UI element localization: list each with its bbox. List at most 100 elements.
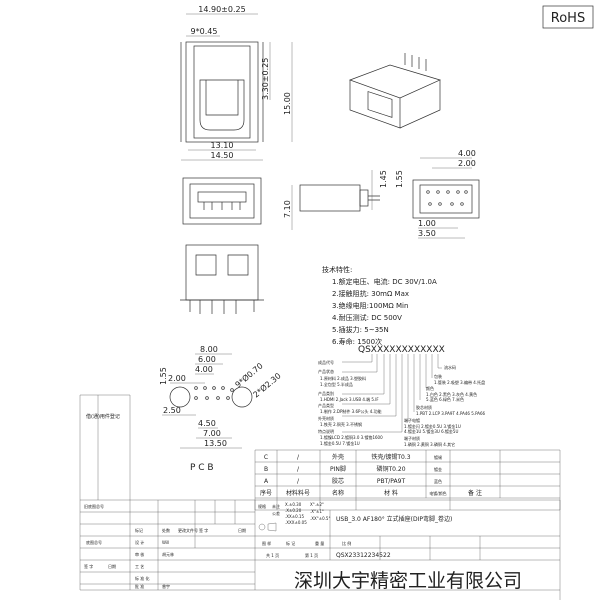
tb-label: 处数	[162, 527, 170, 533]
tb-value: 共 1 页	[266, 552, 279, 558]
tb-value: .XX°±0.5°	[310, 516, 330, 521]
isometric-view	[348, 53, 441, 129]
company-name: 深圳大宇精密工业有限公司	[294, 570, 522, 592]
rohs-text: RoHS	[551, 11, 585, 26]
dim-pin-pitch: 9*0.45	[191, 27, 218, 36]
tb-label: 设 计	[135, 539, 144, 545]
bom-cell: 镀金	[434, 466, 442, 472]
code-label: 颜色	[426, 385, 434, 391]
dim-end-a: 4.00	[458, 149, 476, 158]
spec-item: 2.接触阻抗: 30mΩ Max	[332, 289, 409, 298]
bom-cell: B	[264, 466, 268, 473]
bom-cell: PBT/PA9T	[377, 478, 406, 485]
spec-item: 3.绝缘电阻:100MΩ Min	[332, 301, 408, 310]
tb-label: 底图总号	[86, 539, 102, 545]
bom-cell: C	[264, 454, 268, 461]
code-label: 成品代号	[318, 359, 334, 365]
tb-label: 比 例	[342, 540, 351, 546]
tb-label: 标记	[135, 527, 143, 533]
tb-value: X.±0.30	[285, 502, 302, 507]
bom-cell: 铁壳/镀锡T0.3	[371, 453, 410, 461]
tb-value: Will	[162, 540, 169, 545]
code-label: 1.全包型 5.半成品	[320, 381, 353, 387]
code-label: 1.制作 2.DP制件 3.6P公头 4.功能	[320, 408, 382, 414]
bom-cell: /	[297, 454, 300, 461]
bom-cell: 外壳	[332, 453, 344, 461]
side-register: 借(通)用件登记	[79, 394, 131, 500]
dim-overall-width: 14.90±0.25	[198, 5, 245, 14]
bom-cell: 镀锡	[434, 454, 442, 460]
dim-height-tol: 3.30±0.25	[261, 58, 270, 100]
tb-label: 旧底图总号	[84, 503, 104, 509]
tb-label: 重 量	[315, 540, 324, 546]
side-view: 7.10	[283, 170, 380, 230]
tb-label: 公差	[272, 510, 280, 516]
tb-value: .XX±0.15	[285, 514, 304, 519]
side-label: 借(通)用件登记	[86, 413, 120, 420]
code-label: 1.磷铜 2.黄铜 3.磷铜 4.其它	[404, 441, 455, 447]
tb-label: 未注	[272, 503, 280, 509]
dim-end-e: 1.45	[379, 170, 388, 188]
tb-label: 更改文件号	[178, 527, 198, 533]
pcb-dim: 1.55	[159, 367, 168, 385]
tb-label: 签 字	[199, 527, 208, 533]
title-block: 旧底图总号 标记 处数 更改文件号 签 字 日期 底图总号 设 计 Will 审…	[79, 499, 561, 600]
dim-inner-width: 13.10	[211, 141, 234, 150]
bom-header: 材 料	[384, 489, 398, 497]
code-label: 4.镀金1U 5.镀金3U 6.镀金5U	[404, 428, 458, 434]
tech-specs: 技术特性: 1.额定电压、电流: DC 30V/1.0A 2.接触阻抗: 30m…	[322, 265, 437, 346]
code-label: 1.PBT 2.LCP 3.PA9T 4.PA46 5.PA66	[416, 411, 486, 416]
pcb-dim: 8.00	[200, 345, 218, 354]
pcb-dim: 2.00	[168, 374, 186, 383]
bom-header: 名称	[332, 489, 344, 497]
code-label: 1.管装 2.吸塑 3.编带 4.托盘	[434, 379, 485, 385]
code-pattern: QSXXXXXXXXXXXX	[358, 345, 445, 355]
pcb-label: P C B	[190, 463, 214, 473]
code-label: 1.铁壳 2.铜壳 3.不锈钢	[320, 421, 362, 427]
spec-item: 4.耐压测试: DC 500V	[332, 313, 402, 322]
tb-label: 图 样	[262, 540, 271, 546]
dim-end-f: 1.55	[395, 170, 404, 188]
tb-value: .X±0.20	[285, 508, 302, 513]
bom-header: 备 注	[468, 489, 482, 497]
bom-cell: A	[264, 478, 269, 485]
dim-body-width: 14.50	[211, 151, 234, 160]
projection-symbol-icon	[258, 522, 277, 532]
bom-cell: 胶芯	[332, 477, 344, 485]
bom-cell: /	[297, 478, 300, 485]
dim-height: 15.00	[283, 92, 292, 115]
code-label: 流水码	[444, 364, 456, 370]
code-label: 产品类别	[318, 390, 334, 396]
spec-item: 1.额定电压、电流: DC 30V/1.0A	[332, 277, 437, 286]
tb-label: 标 准 化	[135, 575, 150, 581]
tb-value: 曾宇	[162, 583, 170, 589]
code-label: 产品状态	[318, 368, 334, 374]
code-label: 5.蓝色 6.绿色 7.米色	[426, 396, 464, 402]
spec-item: 6.寿命: 1500次	[332, 337, 382, 346]
dim-end-d: 3.50	[418, 229, 436, 238]
tb-value: .X°±1°	[310, 509, 324, 514]
code-label: 特点说明	[318, 428, 334, 434]
code-label: 1.镀镍LCD 2.镀铜3.0 3.镀铬1600	[320, 434, 383, 440]
bom-header: 材料料号	[286, 489, 310, 497]
tb-value: .XXX±0.05	[285, 520, 307, 525]
code-label: 包装	[434, 373, 442, 379]
dim-side-height: 7.10	[283, 200, 292, 218]
tb-label: 签 字	[84, 563, 93, 569]
tb-label: 标 记	[286, 540, 295, 546]
tb-label: 日期	[108, 563, 116, 569]
dim-end-b: 2.00	[458, 159, 476, 168]
tb-value: 第 1 页	[305, 552, 318, 558]
bom-cell: 蓝色	[434, 478, 442, 484]
bom-cell: PIN脚	[330, 465, 346, 473]
bom-table: C / 外壳 铁壳/镀锡T0.3 镀锡 B / PIN脚 磷铜T0.20 镀金 …	[254, 449, 561, 511]
code-label: 端子材质	[404, 435, 420, 441]
code-label: 胶芯材质	[416, 404, 432, 410]
tb-label: 批 准	[135, 583, 144, 589]
tb-label: 工 艺	[135, 564, 144, 569]
rohs-badge: RoHS	[542, 5, 594, 29]
bom-cell: 磷铜T0.20	[376, 465, 405, 473]
spec-item: 5.插拔力: 5~35N	[332, 325, 389, 334]
specs-title: 技术特性:	[322, 265, 352, 274]
